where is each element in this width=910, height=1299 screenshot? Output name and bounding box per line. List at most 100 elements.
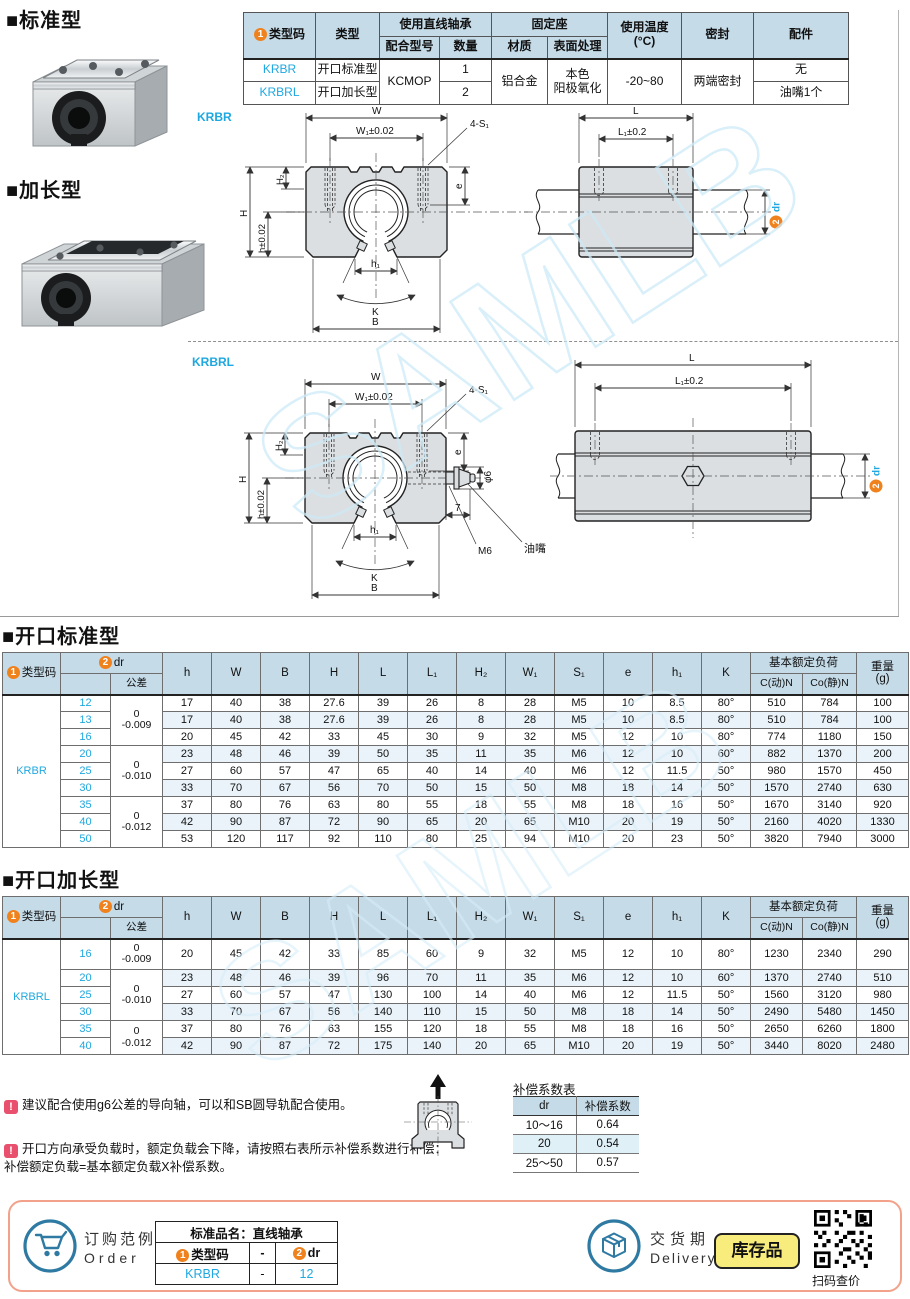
value-cell: 14 — [456, 986, 507, 1004]
product-photo-standard — [32, 59, 168, 147]
weight-label: 重量 — [871, 904, 895, 917]
value-cell: 8.5 — [652, 693, 703, 712]
value-cell: 38 — [260, 693, 311, 712]
value-cell: 11 — [456, 745, 507, 763]
spec-accessory: 无 — [753, 57, 850, 82]
spec-row-krbrl: KRBRL 开口加长型 2 油嘴1个 — [243, 81, 850, 105]
value-cell: 76 — [260, 1020, 311, 1038]
value-cell: 40 — [505, 762, 556, 780]
value-cell: 56 — [309, 1003, 360, 1021]
value-cell: 20 — [162, 728, 213, 746]
value-cell: 14 — [652, 1003, 703, 1021]
col-header-dim: B — [260, 652, 311, 695]
value-cell: 4020 — [802, 813, 858, 831]
drawing-label-krbrl: KRBRL — [192, 355, 234, 369]
value-cell: 25 — [456, 830, 507, 848]
value-cell: 60° — [701, 969, 752, 987]
value-cell: 57 — [260, 762, 311, 780]
value-cell: 50° — [701, 813, 752, 831]
value-cell: 30 — [407, 728, 458, 746]
svg-text:e: e — [453, 449, 464, 455]
value-cell: 200 — [856, 745, 910, 763]
value-cell: 8020 — [802, 1037, 858, 1055]
comp-coef: 0.54 — [576, 1134, 639, 1154]
badge-1-icon: 1 — [176, 1248, 190, 1262]
value-cell: 23 — [652, 830, 703, 848]
order-example-label-cn: 订购范例 — [84, 1231, 157, 1248]
value-cell: 784 — [802, 693, 858, 712]
value-cell: 7940 — [802, 830, 858, 848]
value-cell: 1800 — [856, 1020, 910, 1038]
col-header-label: 类型码 — [21, 667, 57, 680]
value-cell: 2650 — [750, 1020, 804, 1038]
value-cell: 35 — [407, 745, 458, 763]
col-header-dim: L — [358, 652, 409, 695]
value-cell: 175 — [358, 1037, 409, 1055]
col-header-dim: W₁ — [505, 896, 556, 939]
col-header-load-dynamic: C(动)N — [750, 673, 804, 695]
badge-2-icon: 2 — [292, 1247, 306, 1260]
value-cell: 46 — [260, 745, 311, 763]
spec-header-seat-group: 固定座 — [491, 12, 609, 37]
krbrl-side-drawing: L L₁±0.2 2 dr — [550, 353, 883, 538]
type-code-cell: KRBR — [2, 693, 61, 848]
comp-header-dr: dr — [513, 1096, 577, 1116]
value-cell: 510 — [856, 969, 910, 987]
col-header-label: dr — [113, 901, 125, 914]
value-cell: M5 — [554, 711, 605, 729]
value-cell: 290 — [856, 937, 910, 970]
col-header-dim: h — [162, 896, 213, 939]
svg-text:h±0.02: h±0.02 — [256, 490, 267, 519]
value-cell: 3440 — [750, 1037, 804, 1055]
value-cell: 882 — [750, 745, 804, 763]
value-cell: 32 — [505, 728, 556, 746]
comp-header-coef: 补偿系数 — [576, 1096, 639, 1116]
spec-type: 开口标准型 — [315, 57, 380, 82]
spec-accessory: 油嘴1个 — [753, 81, 850, 105]
value-cell: 100 — [856, 693, 910, 712]
dr-cell: 40 — [60, 1037, 111, 1055]
value-cell: 110 — [358, 830, 409, 848]
delivery-box-icon — [587, 1219, 641, 1273]
value-cell: 2490 — [750, 1003, 804, 1021]
col-header-dim: W — [211, 652, 262, 695]
value-cell: M5 — [554, 937, 605, 970]
value-cell: 11.5 — [652, 986, 703, 1004]
cart-icon — [23, 1219, 77, 1273]
badge-1-icon: 1 — [253, 28, 267, 42]
value-cell: 510 — [750, 693, 804, 712]
value-cell: 10 — [652, 937, 703, 970]
value-cell: 72 — [309, 1037, 360, 1055]
value-cell: 100 — [856, 711, 910, 729]
stock-item-button[interactable]: 库存品 — [714, 1233, 800, 1269]
tolerance-cell: 0 -0.009 — [109, 937, 164, 970]
col-header-dim: h₁ — [652, 896, 703, 939]
comp-dr: 25～50 — [513, 1153, 577, 1173]
value-cell: 1330 — [856, 813, 910, 831]
drawing-label-krbr: KRBR — [197, 110, 232, 124]
spec-type: 开口加长型 — [315, 81, 380, 105]
section-title-standard: ■标准型 — [6, 10, 83, 32]
tolerance-cell: 0 -0.009 — [109, 693, 164, 746]
col-header-dim: K — [701, 652, 752, 695]
col-header-dim: H₂ — [456, 652, 507, 695]
value-cell: 120 — [211, 830, 262, 848]
col-header-blank — [60, 673, 111, 695]
value-cell: 80 — [211, 1020, 262, 1038]
dim-label-e: e — [454, 183, 465, 189]
dim-label-S1: 4-S₁ — [470, 119, 490, 130]
value-cell: 47 — [309, 762, 360, 780]
spec-qty: 2 — [438, 81, 493, 105]
value-cell: 8 — [456, 693, 507, 712]
qr-code[interactable] — [814, 1210, 872, 1268]
value-cell: 76 — [260, 796, 311, 814]
col-header-blank — [60, 917, 111, 939]
value-cell: 72 — [309, 813, 360, 831]
value-cell: 980 — [856, 986, 910, 1004]
